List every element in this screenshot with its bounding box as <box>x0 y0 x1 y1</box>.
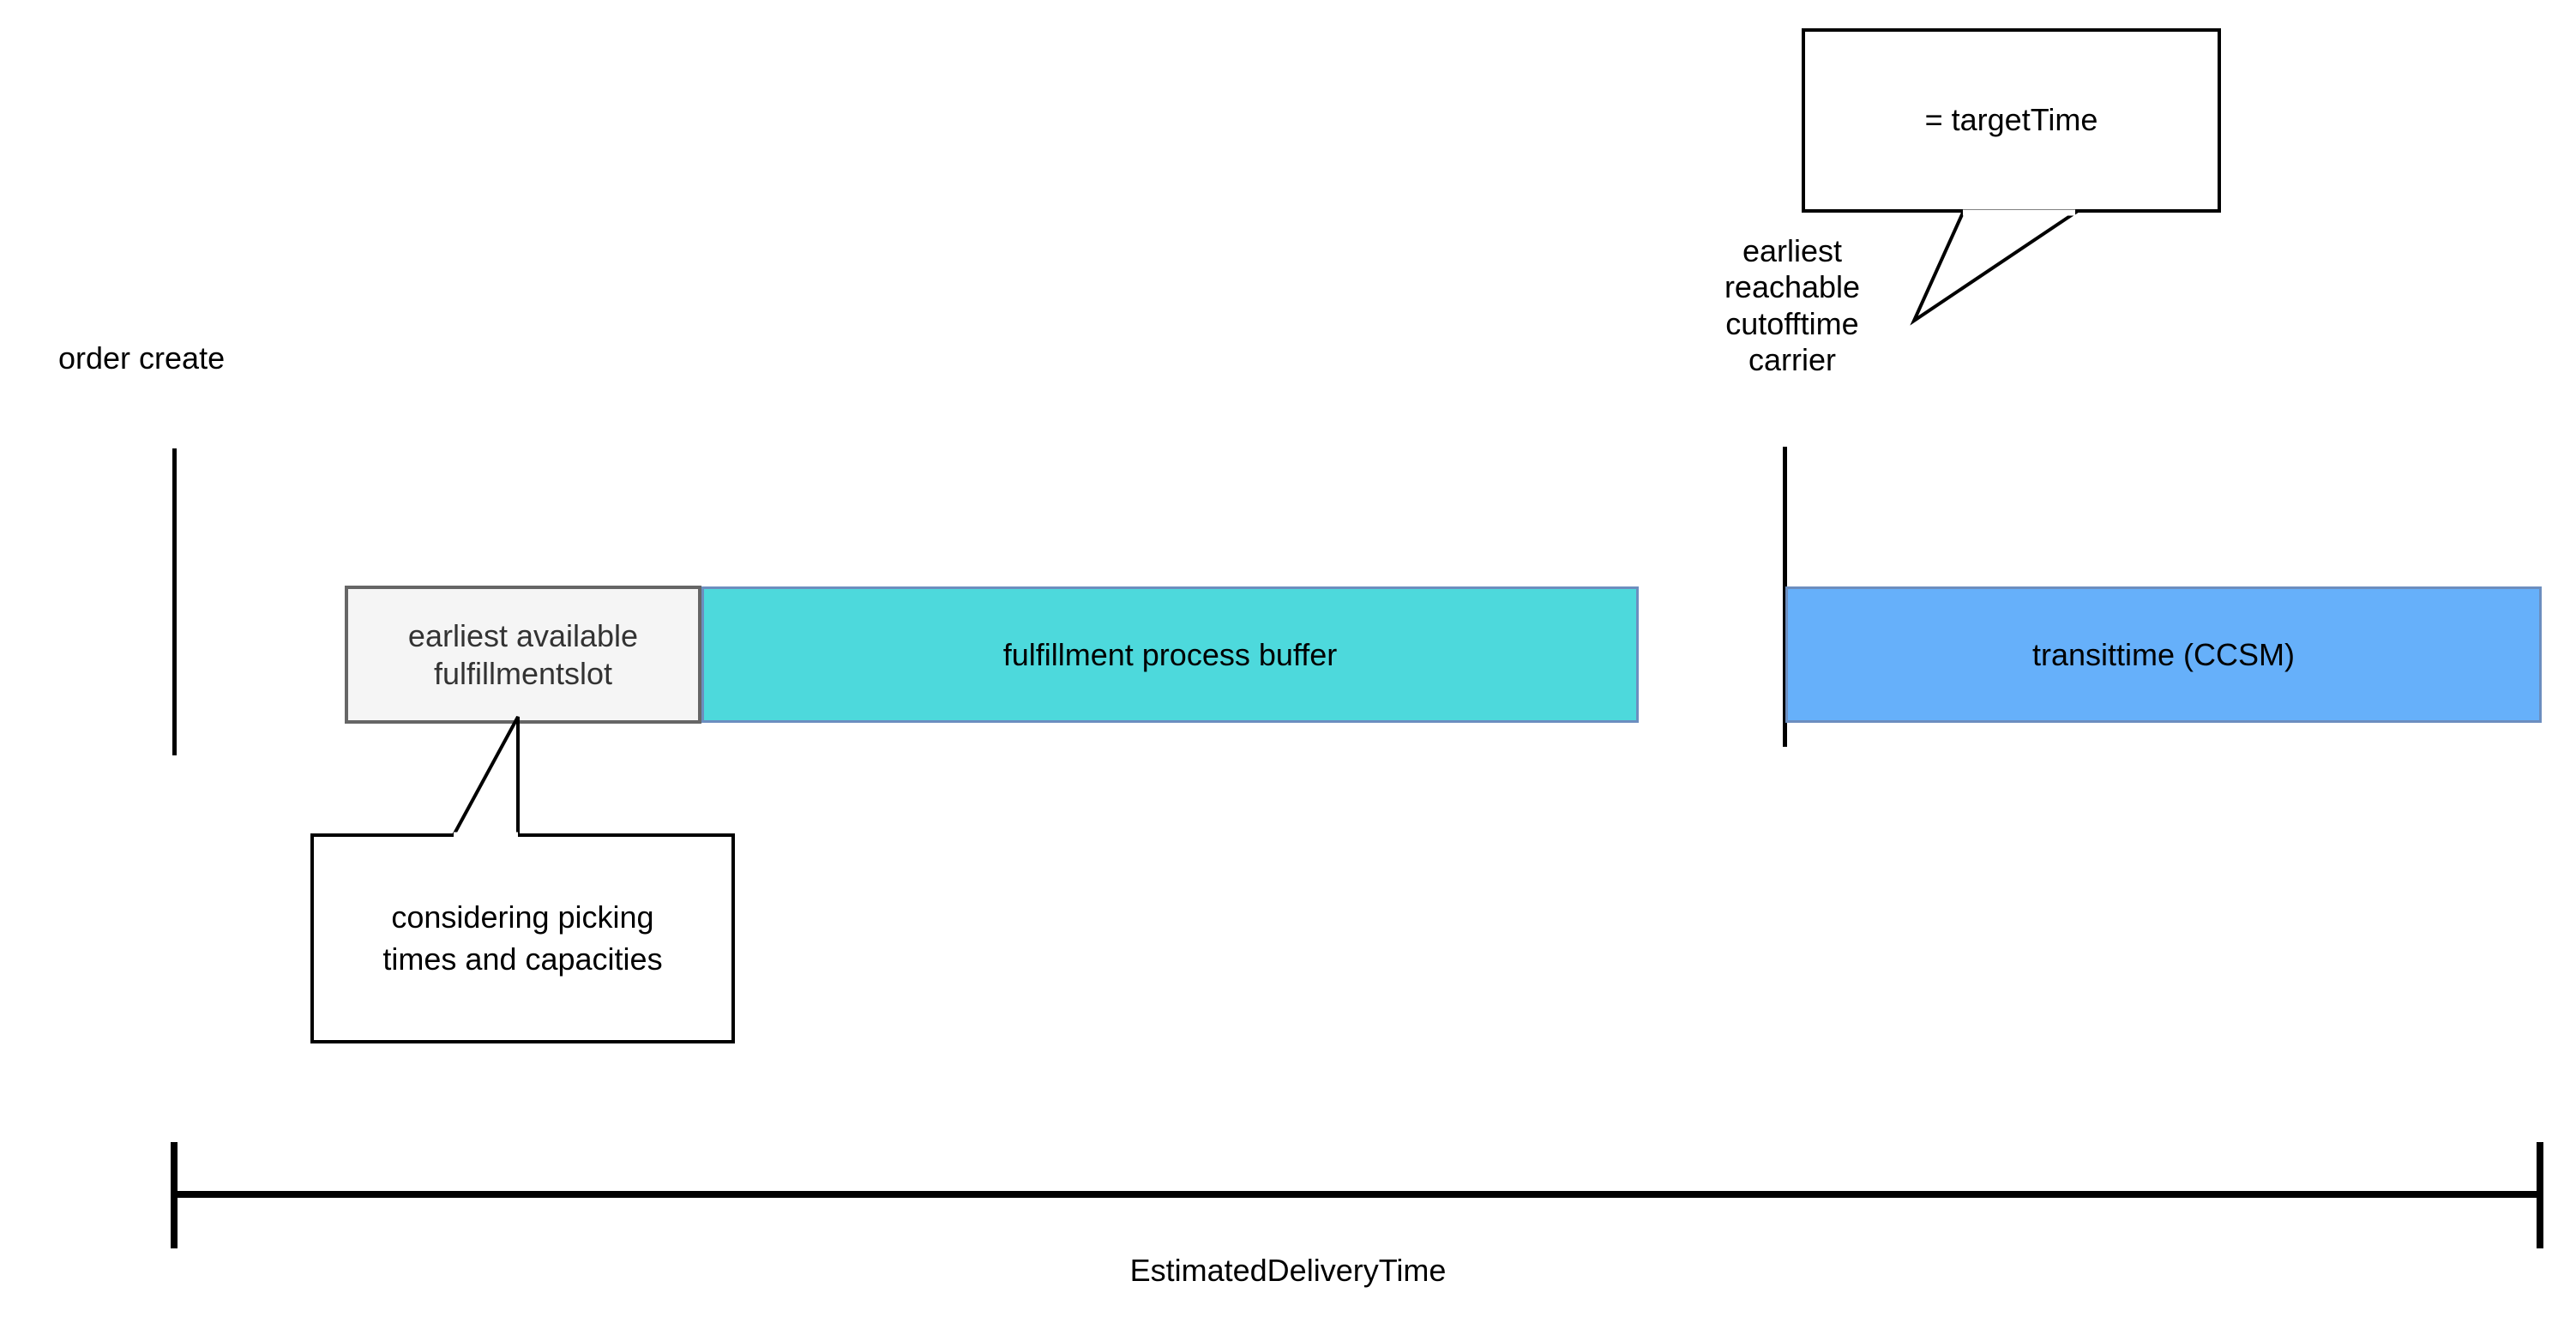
callout-tail-considering-picking-times <box>450 716 520 839</box>
marker-label-earliest-reachable-cutofftime-carrier: earliest reachable cutofftime carrier <box>1724 233 1861 378</box>
callout-tail-target-time <box>1910 209 2081 326</box>
marker-label-order-create: order create <box>58 340 226 376</box>
segment-fulfillment-process-buffer[interactable]: fulfillment process buffer <box>701 586 1639 723</box>
segment-earliest-available-fulfillmentslot[interactable]: earliest available fulfillmentslot <box>345 586 701 724</box>
tick-line-earliest-reachable-cutofftime-carrier <box>1783 447 1787 747</box>
segment-transittime-ccsm[interactable]: transittime (CCSM) <box>1785 586 2542 723</box>
callout-target-time[interactable]: = targetTime <box>1802 28 2221 213</box>
span-bracket-estimated-delivery-time <box>171 1142 2543 1248</box>
span-label-estimated-delivery-time: EstimatedDeliveryTime <box>1129 1253 1447 1288</box>
tick-line-order-create <box>172 448 177 755</box>
callout-considering-picking-times[interactable]: considering picking times and capacities <box>310 833 735 1043</box>
